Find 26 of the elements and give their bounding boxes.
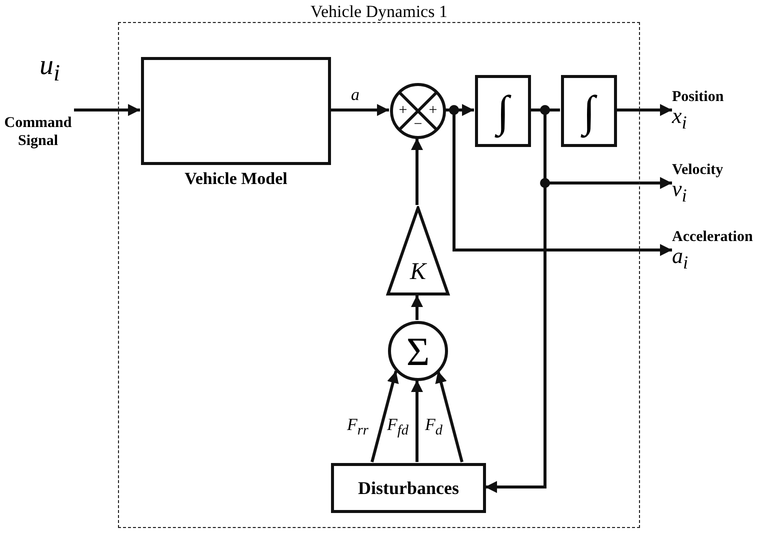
integrator-block: ∫ bbox=[475, 75, 531, 147]
sign-label: + bbox=[428, 104, 438, 118]
signal-symbol: a$_{i}$ bbox=[672, 245, 688, 272]
signal-symbol: v$_{i}$ bbox=[672, 178, 687, 205]
arrow bbox=[435, 370, 464, 462]
edge-label: F$_{fd}$ bbox=[386, 416, 410, 440]
arrow bbox=[411, 138, 423, 205]
signal-label: Acceleration bbox=[672, 228, 753, 246]
integrator-block: ∫ bbox=[561, 75, 617, 147]
arrow bbox=[411, 380, 423, 462]
signal-label: Velocity bbox=[672, 161, 724, 179]
signal-symbol: x$_{i}$ bbox=[672, 105, 687, 132]
signal-symbol: u$_{i}$ bbox=[40, 52, 60, 86]
block-label: Vehicle Model bbox=[184, 169, 288, 189]
sign-label: − bbox=[414, 118, 422, 132]
signal-label: Command Signal bbox=[3, 114, 73, 150]
summation-circle: Σ bbox=[388, 321, 448, 381]
gain-label: K bbox=[410, 259, 426, 286]
arrow bbox=[616, 104, 672, 116]
signal-label: Position bbox=[672, 88, 724, 106]
sign-label: + bbox=[398, 104, 408, 118]
disturbance-block: Disturbances bbox=[331, 463, 486, 513]
arrow bbox=[370, 370, 399, 462]
arrow bbox=[330, 104, 389, 116]
arrow bbox=[411, 295, 423, 320]
arrow bbox=[74, 104, 140, 116]
